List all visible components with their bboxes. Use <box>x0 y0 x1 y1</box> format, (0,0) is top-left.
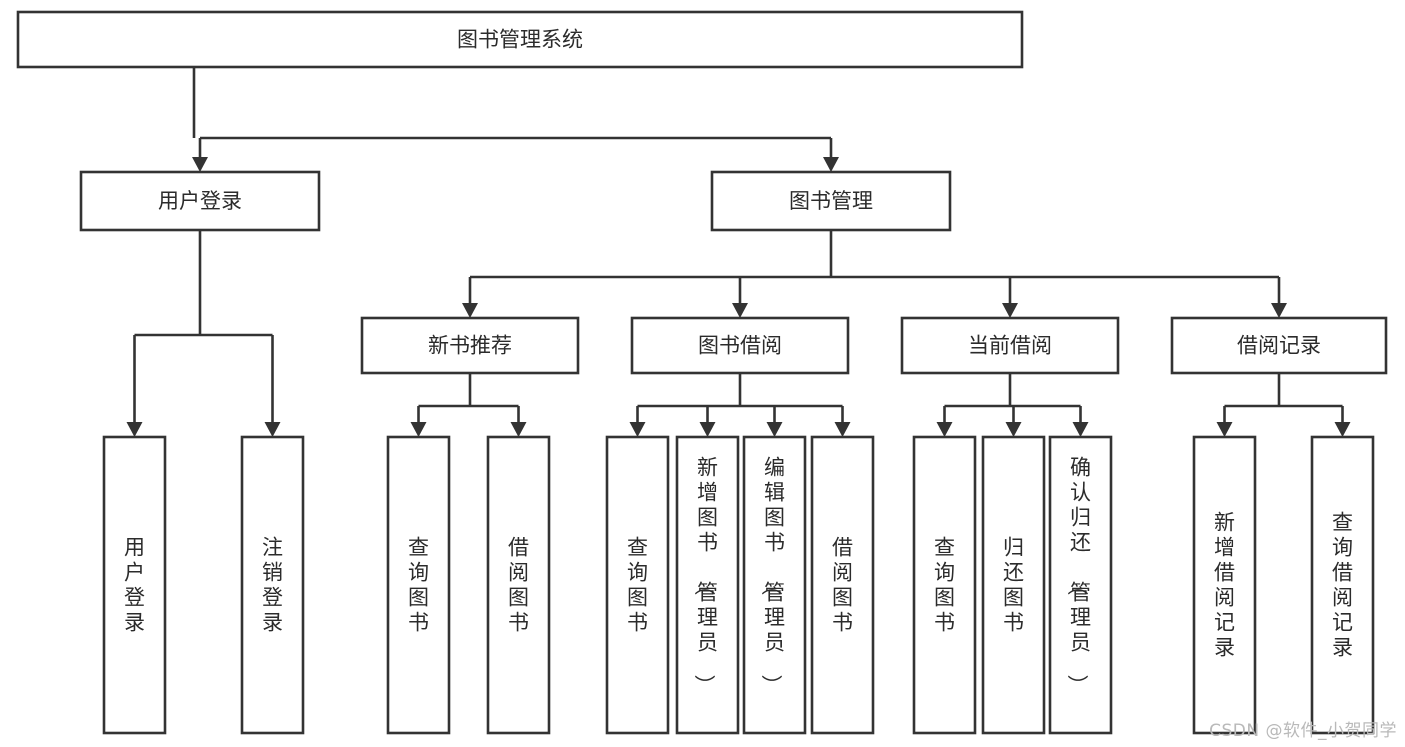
node-leaf-用户登录[interactable]: 用户登录 <box>102 435 167 735</box>
node-box <box>675 435 740 735</box>
node-label: 借阅记录 <box>1237 334 1321 358</box>
node-box <box>360 316 580 375</box>
node-box <box>102 435 167 735</box>
node-leaf-新增借阅记录[interactable]: 新增借阅记录 <box>1192 435 1257 735</box>
node-label: 查询图书 <box>408 536 429 635</box>
node-label: 用户登录 <box>124 536 145 635</box>
node-box <box>710 170 952 232</box>
arrow-head <box>1271 303 1287 318</box>
arrow-head <box>1002 303 1018 318</box>
node-l3-图书借阅[interactable]: 图书借阅 <box>630 316 850 375</box>
node-label: 新增借阅记录 <box>1214 511 1235 660</box>
arrow-head <box>699 422 716 437</box>
csdn-watermark: CSDN @软件_小贺同学 <box>1209 721 1397 741</box>
node-label: 编辑图书（管理员） <box>759 456 785 696</box>
arrow-head <box>264 422 281 437</box>
arrow-head <box>936 422 953 437</box>
arrow-head <box>192 157 208 172</box>
arrow-head <box>126 422 143 437</box>
node-box <box>912 435 977 735</box>
node-leaf-注销登录[interactable]: 注销登录 <box>240 435 305 735</box>
arrow-head <box>629 422 646 437</box>
node-box <box>486 435 551 735</box>
arrow-head <box>823 157 839 172</box>
arrow-head <box>1072 422 1089 437</box>
node-label: 借阅图书 <box>832 536 853 635</box>
node-box <box>1192 435 1257 735</box>
node-box <box>900 316 1120 375</box>
connector-layer <box>126 67 1351 437</box>
node-l3-当前借阅[interactable]: 当前借阅 <box>900 316 1120 375</box>
node-box <box>630 316 850 375</box>
node-leaf-新增图书管理员[interactable]: 新增图书（管理员） <box>675 435 740 735</box>
node-leaf-查询图书[interactable]: 查询图书 <box>912 435 977 735</box>
node-label: 查询借阅记录 <box>1332 511 1353 660</box>
node-leaf-归还图书[interactable]: 归还图书 <box>981 435 1046 735</box>
node-box <box>605 435 670 735</box>
node-label: 用户登录 <box>158 189 242 213</box>
node-root-图书管理系统[interactable]: 图书管理系统 <box>16 10 1024 69</box>
node-label: 图书借阅 <box>698 334 782 358</box>
node-leaf-查询借阅记录[interactable]: 查询借阅记录 <box>1310 435 1375 735</box>
arrow-head <box>1216 422 1233 437</box>
node-box <box>742 435 807 735</box>
node-box <box>1170 316 1388 375</box>
node-label: 查询图书 <box>627 536 648 635</box>
arrow-head <box>410 422 427 437</box>
node-leaf-借阅图书[interactable]: 借阅图书 <box>810 435 875 735</box>
node-label: 新增图书（管理员） <box>692 456 718 696</box>
node-box <box>16 10 1024 69</box>
arrow-head <box>1005 422 1022 437</box>
arrow-head <box>766 422 783 437</box>
node-label: 图书管理 <box>789 189 873 213</box>
node-label: 归还图书 <box>1003 536 1024 635</box>
arrow-head <box>462 303 478 318</box>
node-leaf-查询图书[interactable]: 查询图书 <box>605 435 670 735</box>
arrow-head <box>732 303 748 318</box>
node-box <box>810 435 875 735</box>
node-leaf-编辑图书管理员[interactable]: 编辑图书（管理员） <box>742 435 807 735</box>
node-label: 注销登录 <box>262 536 283 635</box>
node-box <box>240 435 305 735</box>
node-box <box>1310 435 1375 735</box>
node-leaf-查询图书[interactable]: 查询图书 <box>386 435 451 735</box>
node-label: 借阅图书 <box>508 536 529 635</box>
node-layer: 图书管理系统用户登录图书管理新书推荐图书借阅当前借阅借阅记录用户登录注销登录查询… <box>16 10 1388 735</box>
node-label: 新书推荐 <box>428 334 512 358</box>
node-label: 图书管理系统 <box>457 28 583 52</box>
arrow-head <box>834 422 851 437</box>
node-leaf-借阅图书[interactable]: 借阅图书 <box>486 435 551 735</box>
node-l2-用户登录[interactable]: 用户登录 <box>79 170 321 232</box>
node-box <box>1048 435 1113 735</box>
node-label: 当前借阅 <box>968 334 1052 358</box>
node-label: 确认归还（管理员） <box>1065 456 1091 696</box>
node-l2-图书管理[interactable]: 图书管理 <box>710 170 952 232</box>
arrow-head <box>1334 422 1351 437</box>
node-l3-新书推荐[interactable]: 新书推荐 <box>360 316 580 375</box>
node-l3-借阅记录[interactable]: 借阅记录 <box>1170 316 1388 375</box>
node-box <box>386 435 451 735</box>
node-box <box>981 435 1046 735</box>
arrow-head <box>510 422 527 437</box>
node-leaf-确认归还管理员[interactable]: 确认归还（管理员） <box>1048 435 1113 735</box>
node-box <box>79 170 321 232</box>
node-label: 查询图书 <box>934 536 955 635</box>
